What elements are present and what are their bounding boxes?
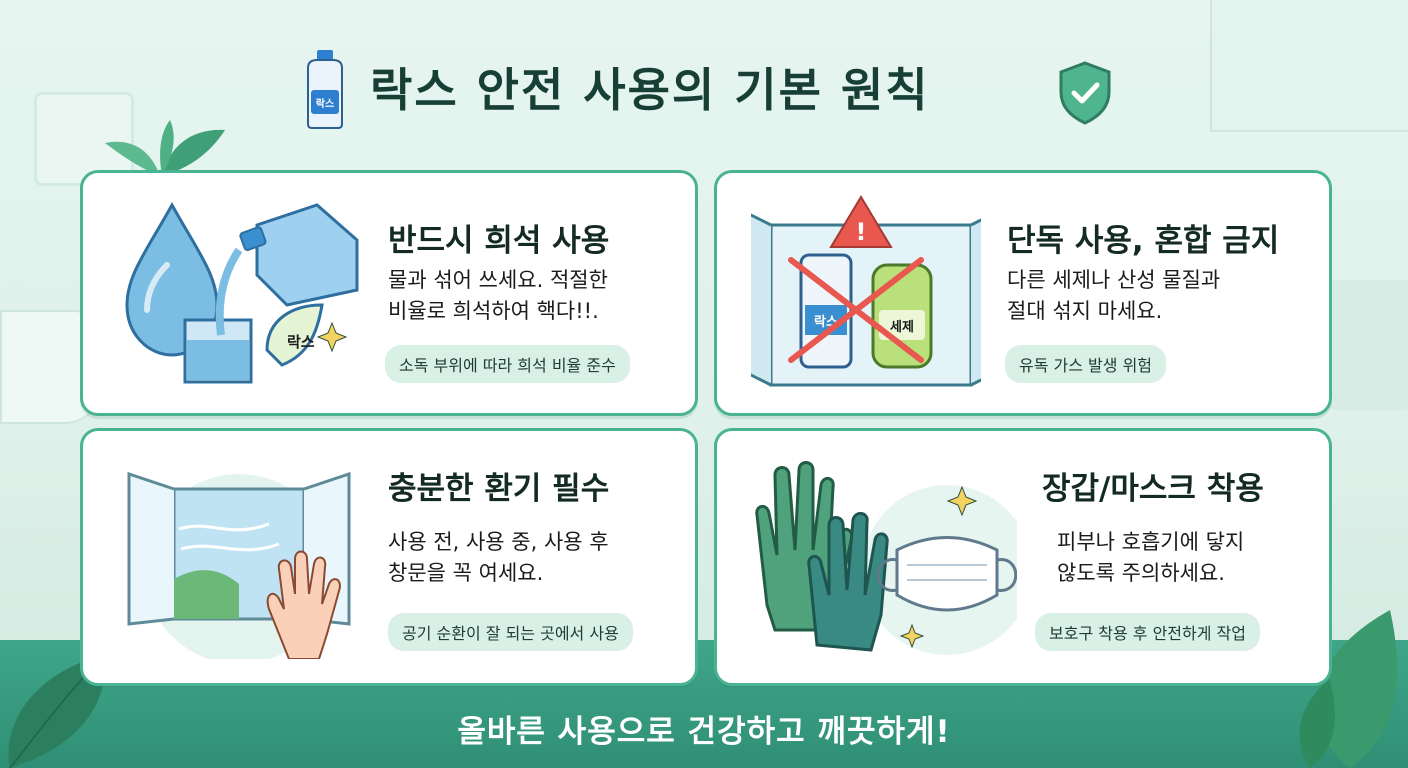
- bleach-bottle-icon: 락스: [307, 50, 343, 129]
- bottle-label: 락스: [316, 98, 334, 110]
- footer-slogan: 올바른 사용으로 건강하고 깨끗하게!: [457, 714, 951, 750]
- card-body-line: 물과 섞어 쓰세요. 적절한: [388, 268, 608, 292]
- card-body-line: 다른 세제나 산성 물질과: [1007, 268, 1221, 292]
- warning-badge: 유독 가스 발생 위험: [1005, 345, 1167, 383]
- tip-badge: 소독 부위에 따라 희석 비율 준수: [385, 345, 630, 383]
- card-title: 반드시 희석 사용: [388, 223, 610, 259]
- dilution-illustration: 락스: [125, 201, 359, 384]
- card-title: 충분한 환기 필수: [388, 471, 610, 507]
- card-body-line: 않도록 주의하세요.: [1057, 561, 1225, 585]
- leaf-icon: [1299, 610, 1397, 768]
- page-title: 락스 안전 사용의 기본 원칙: [370, 63, 930, 117]
- header: 락스 락스 안전 사용의 기본 원칙: [0, 48, 1408, 138]
- card-body: 다른 세제나 산성 물질과 절대 섞지 마세요.: [1007, 265, 1220, 327]
- illus-label-bleach: 락스: [287, 333, 315, 351]
- card-body: 사용 전, 사용 중, 사용 후 창문을 꼭 여세요.: [388, 527, 609, 589]
- gloves-mask-illustration: [755, 461, 1017, 655]
- svg-text:!: !: [856, 218, 867, 246]
- leaf-icon: [105, 120, 225, 176]
- card-body: 피부나 호흡기에 닿지 않도록 주의하세요.: [1057, 527, 1244, 589]
- card-body-line: 절대 섞지 마세요.: [1007, 299, 1163, 323]
- card-body-line: 피부나 호흡기에 닿지: [1057, 530, 1245, 554]
- tip-badge: 보호구 착용 후 안전하게 작업: [1035, 613, 1260, 651]
- card-body-line: 창문을 꼭 여세요.: [388, 561, 544, 585]
- card-ventilation: 충분한 환기 필수 사용 전, 사용 중, 사용 후 창문을 꼭 여세요. 공기…: [80, 428, 698, 686]
- card-dilute: 락스 반드시 희석 사용 물과 섞어 쓰세요. 적절한 비율로 희석하여 핵다!…: [80, 170, 698, 416]
- open-window-illustration: [127, 471, 351, 659]
- background-stove: [1330, 280, 1408, 410]
- background-kitchen-cabinet: [1210, 0, 1408, 132]
- no-mixing-illustration: ! 락스 세제: [751, 195, 981, 387]
- shield-check-icon: [1059, 61, 1111, 125]
- card-no-mixing: ! 락스 세제 단독 사용, 혼합 금지 다른 세제나 산성 물질과 절대 섞지…: [714, 170, 1332, 416]
- card-body-line: 비율로 희석하여 핵다!!.: [388, 299, 599, 323]
- card-protective-gear: 장갑/마스크 착용 피부나 호흡기에 닿지 않도록 주의하세요. 보호구 착용 …: [714, 428, 1332, 686]
- card-body-line: 사용 전, 사용 중, 사용 후: [388, 530, 609, 554]
- tip-badge: 공기 순환이 잘 되는 곳에서 사용: [388, 613, 633, 651]
- card-body: 물과 섞어 쓰세요. 적절한 비율로 희석하여 핵다!!.: [388, 265, 608, 327]
- card-title: 장갑/마스크 착용: [1042, 471, 1264, 507]
- illus-label-detergent: 세제: [890, 320, 914, 335]
- card-title: 단독 사용, 혼합 금지: [1007, 223, 1280, 259]
